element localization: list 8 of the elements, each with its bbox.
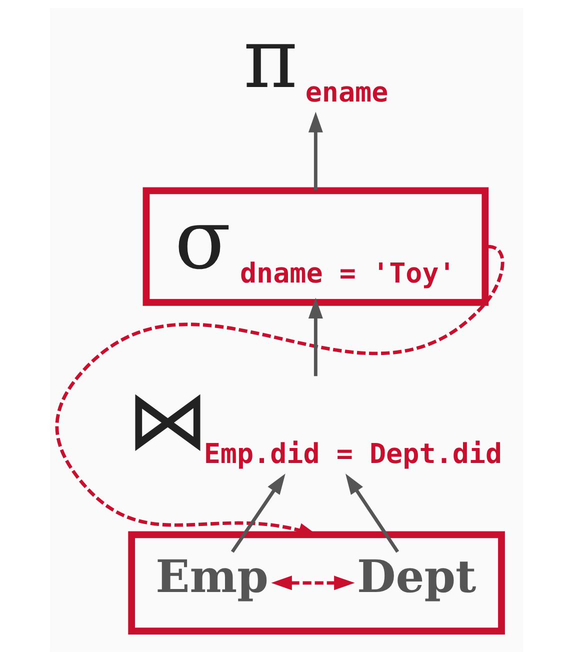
arrow bbox=[271, 576, 355, 590]
node-text: Dept bbox=[356, 550, 476, 604]
arrow bbox=[230, 474, 286, 553]
arrow bbox=[346, 474, 400, 553]
node-text: Emp bbox=[156, 550, 268, 604]
arrow bbox=[308, 298, 323, 376]
arrow bbox=[308, 112, 323, 190]
cluster bbox=[128, 531, 505, 635]
